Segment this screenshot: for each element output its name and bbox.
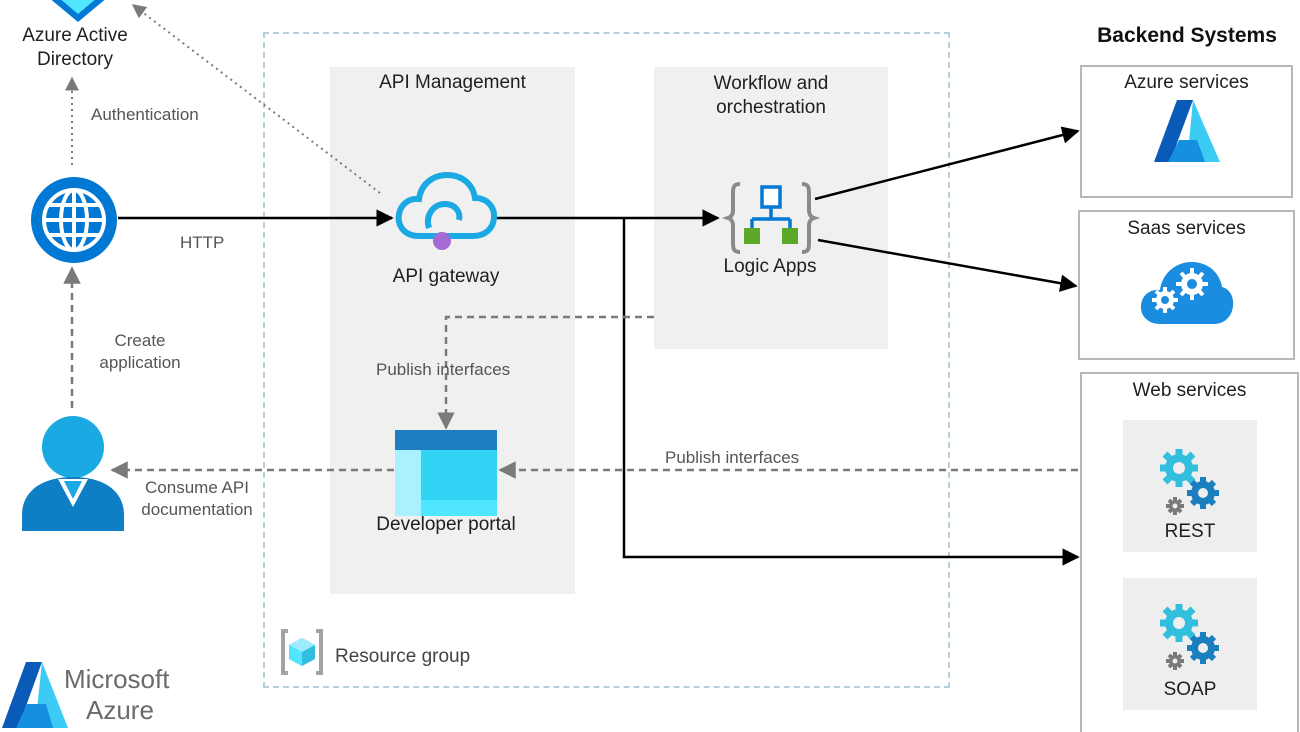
publish-interfaces-right-label: Publish interfaces — [665, 448, 800, 467]
developer-portal-icon — [395, 430, 497, 516]
azure-active-directory-icon — [51, 0, 105, 22]
azure-logo-icon — [1154, 100, 1220, 162]
resource-group-icon — [281, 629, 323, 675]
workflow-title-line2: orchestration — [716, 97, 826, 118]
wordmark-line1: Microsoft — [64, 664, 170, 694]
rest-gears-icon — [1160, 449, 1219, 515]
api-gateway-label: API gateway — [392, 266, 500, 287]
microsoft-azure-wordmark: Microsoft Azure — [64, 664, 169, 726]
consume-docs-label: Consume API documentation — [128, 477, 266, 521]
soap-label: SOAP — [1163, 679, 1217, 700]
gateway-to-web-services-arrow — [622, 218, 1080, 566]
backend-systems-title: Backend Systems — [1097, 24, 1277, 47]
globe-icon — [31, 177, 117, 263]
api-gateway-cloud-icon — [395, 171, 498, 250]
saas-cloud-gears-icon — [1140, 262, 1234, 324]
authentication-label: Authentication — [91, 105, 199, 124]
microsoft-azure-logo-icon — [2, 662, 68, 728]
rest-tile — [1123, 420, 1257, 552]
consume-docs-line1: Consume API — [145, 478, 249, 497]
logic-to-azure-arrow — [814, 126, 1080, 201]
aad-label-line2: Directory — [36, 49, 113, 70]
api-management-title: API Management — [379, 72, 526, 93]
publish-interfaces-left-dashed — [437, 315, 654, 430]
wordmark-line2: Azure — [86, 695, 154, 725]
logic-apps-icon — [721, 182, 821, 254]
soap-tile — [1123, 578, 1257, 710]
create-application-label: Create application — [85, 330, 195, 374]
create-application-line2: application — [99, 353, 181, 372]
saas-services-title: Saas services — [1127, 218, 1246, 239]
rest-label: REST — [1164, 521, 1216, 542]
azure-services-box — [1080, 65, 1293, 198]
azure-services-title: Azure services — [1124, 72, 1249, 93]
logic-apps-label: Logic Apps — [723, 256, 817, 277]
logic-to-saas-arrow — [817, 238, 1078, 292]
gateway-to-aad-dotted — [131, 4, 381, 194]
resource-group-label: Resource group — [335, 646, 471, 667]
aad-label-line1: Azure Active — [22, 25, 128, 46]
workflow-title-line1: Workflow and — [713, 73, 829, 94]
publish-interfaces-left-label: Publish interfaces — [376, 360, 511, 379]
resource-group-boundary — [263, 32, 950, 688]
http-label: HTTP — [180, 233, 225, 252]
user-icon — [22, 416, 124, 531]
developer-portal-label: Developer portal — [376, 514, 516, 535]
web-services-title: Web services — [1132, 380, 1247, 401]
consume-docs-line2: documentation — [141, 500, 253, 519]
workflow-title: Workflow and orchestration — [654, 72, 888, 120]
aad-label: Azure Active Directory — [5, 24, 145, 72]
soap-gears-icon — [1160, 604, 1219, 670]
create-application-line1: Create — [114, 331, 166, 350]
